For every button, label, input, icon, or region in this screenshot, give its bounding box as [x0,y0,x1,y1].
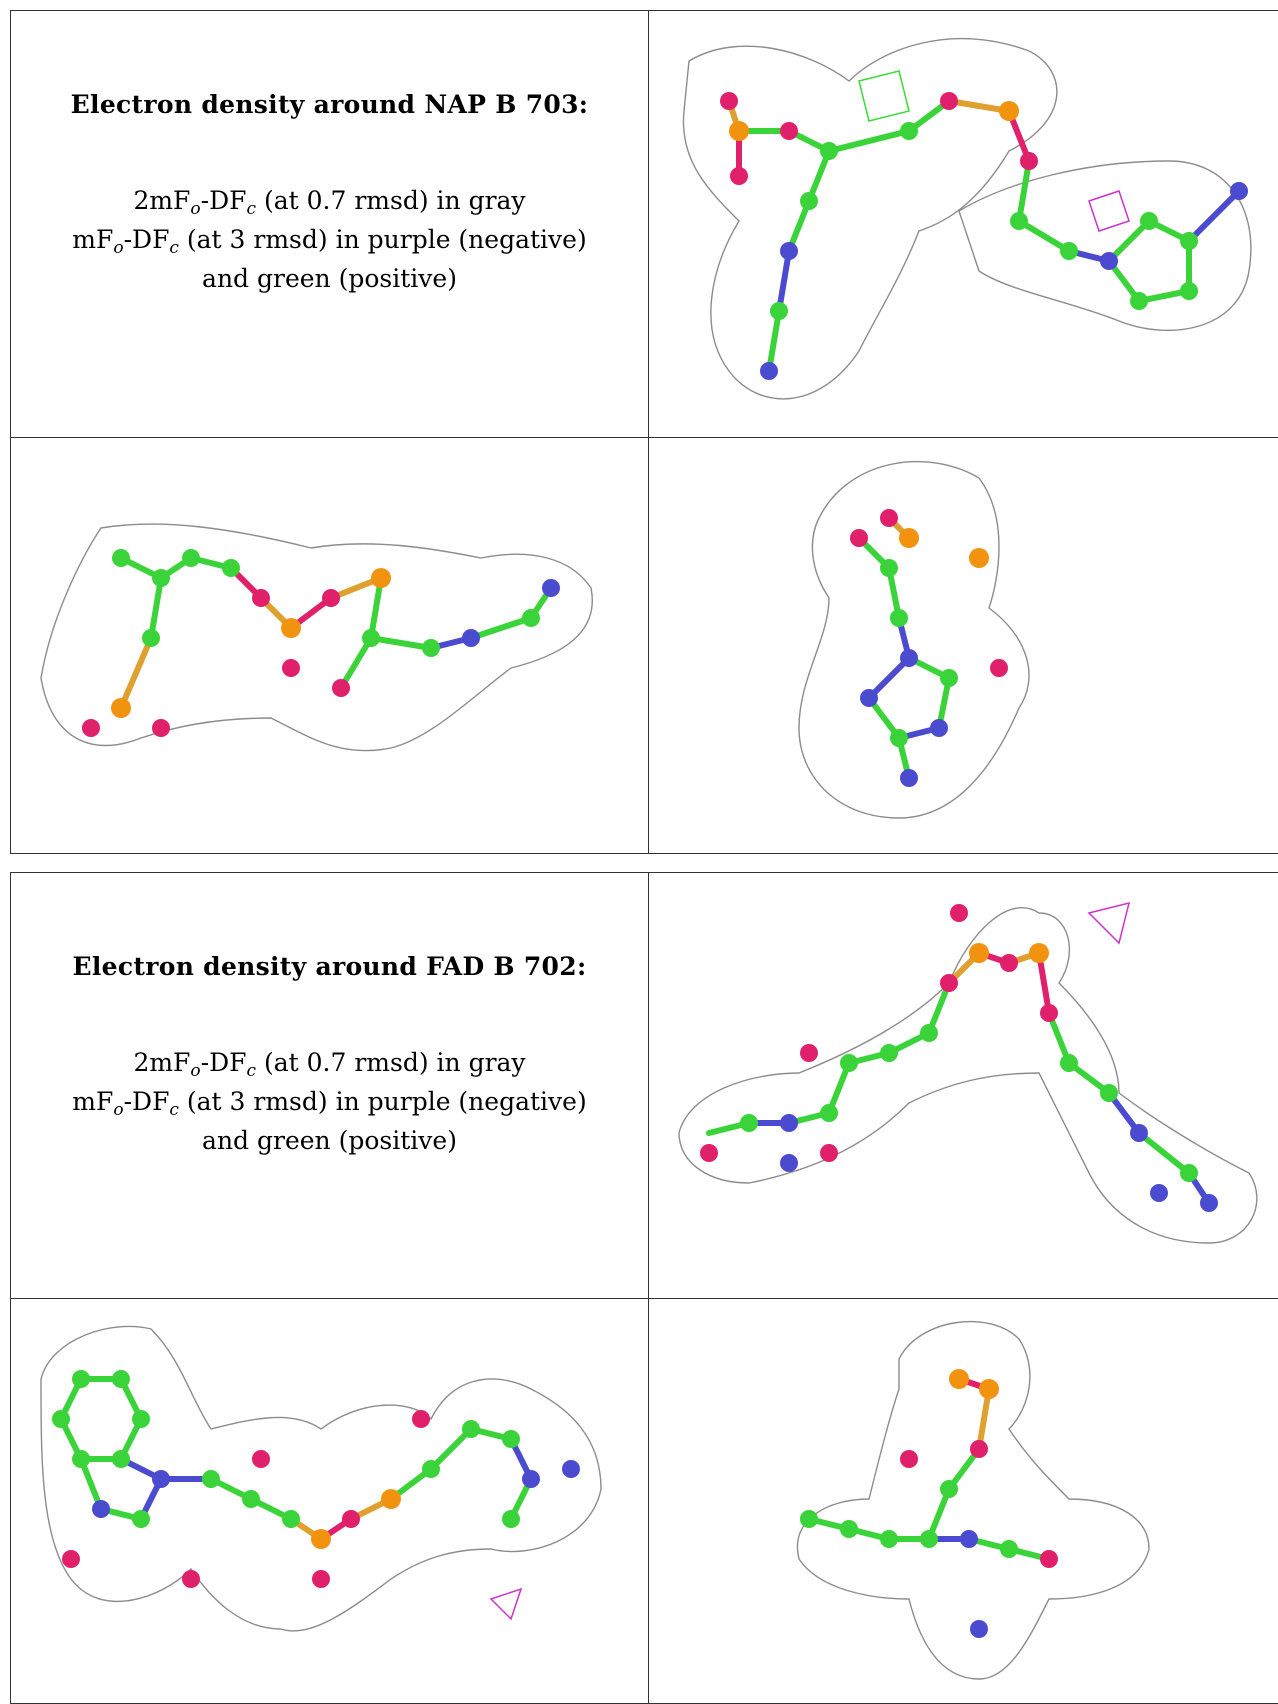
fad-caption-cell: Electron density around FAD B 702: 2mFo-… [11,873,649,1299]
fad-view-3 [649,1299,1278,1704]
nap-view-3 [649,438,1278,854]
fad-view-1 [649,873,1278,1299]
fad-atoms [700,904,1218,1212]
fad-view-2-image [11,1299,649,1703]
fad-view-2 [11,1299,649,1704]
fad-legend-line-2: mFo-DFc (at 3 rmsd) in purple (negative) [11,1082,648,1121]
negative-density-blob [1089,903,1129,943]
positive-density-blob [859,71,909,121]
fad-view-1-image [649,873,1278,1298]
nap-title: Electron density around NAP B 703: [11,90,648,119]
fad-legend-line-1: 2mFo-DFc (at 0.7 rmsd) in gray [11,1043,648,1082]
fad-density-table: Electron density around FAD B 702: 2mFo-… [10,872,1278,1704]
density-mesh [679,908,1257,1243]
fad-title: Electron density around FAD B 702: [11,952,648,981]
density-mesh [683,39,1250,399]
nap-legend-line-2: mFo-DFc (at 3 rmsd) in purple (negative) [11,220,648,259]
density-mesh [799,462,1029,818]
nap-atoms [82,549,560,737]
fad-view-3-image [649,1299,1278,1703]
nap-density-table: Electron density around NAP B 703: 2mFo-… [10,10,1278,854]
nap-view-2 [11,438,649,854]
fad-legend-line-3: and green (positive) [11,1121,648,1160]
nap-legend-line-1: 2mFo-DFc (at 0.7 rmsd) in gray [11,181,648,220]
nap-caption-cell: Electron density around NAP B 703: 2mFo-… [11,11,649,438]
nap-legend-line-3: and green (positive) [11,259,648,298]
nap-view-2-image [11,438,649,853]
nap-view-3-image [649,438,1278,853]
nap-view-1-image [649,11,1278,437]
negative-density-blob [1089,191,1129,231]
negative-density-blob [491,1589,521,1619]
nap-view-1 [649,11,1278,438]
